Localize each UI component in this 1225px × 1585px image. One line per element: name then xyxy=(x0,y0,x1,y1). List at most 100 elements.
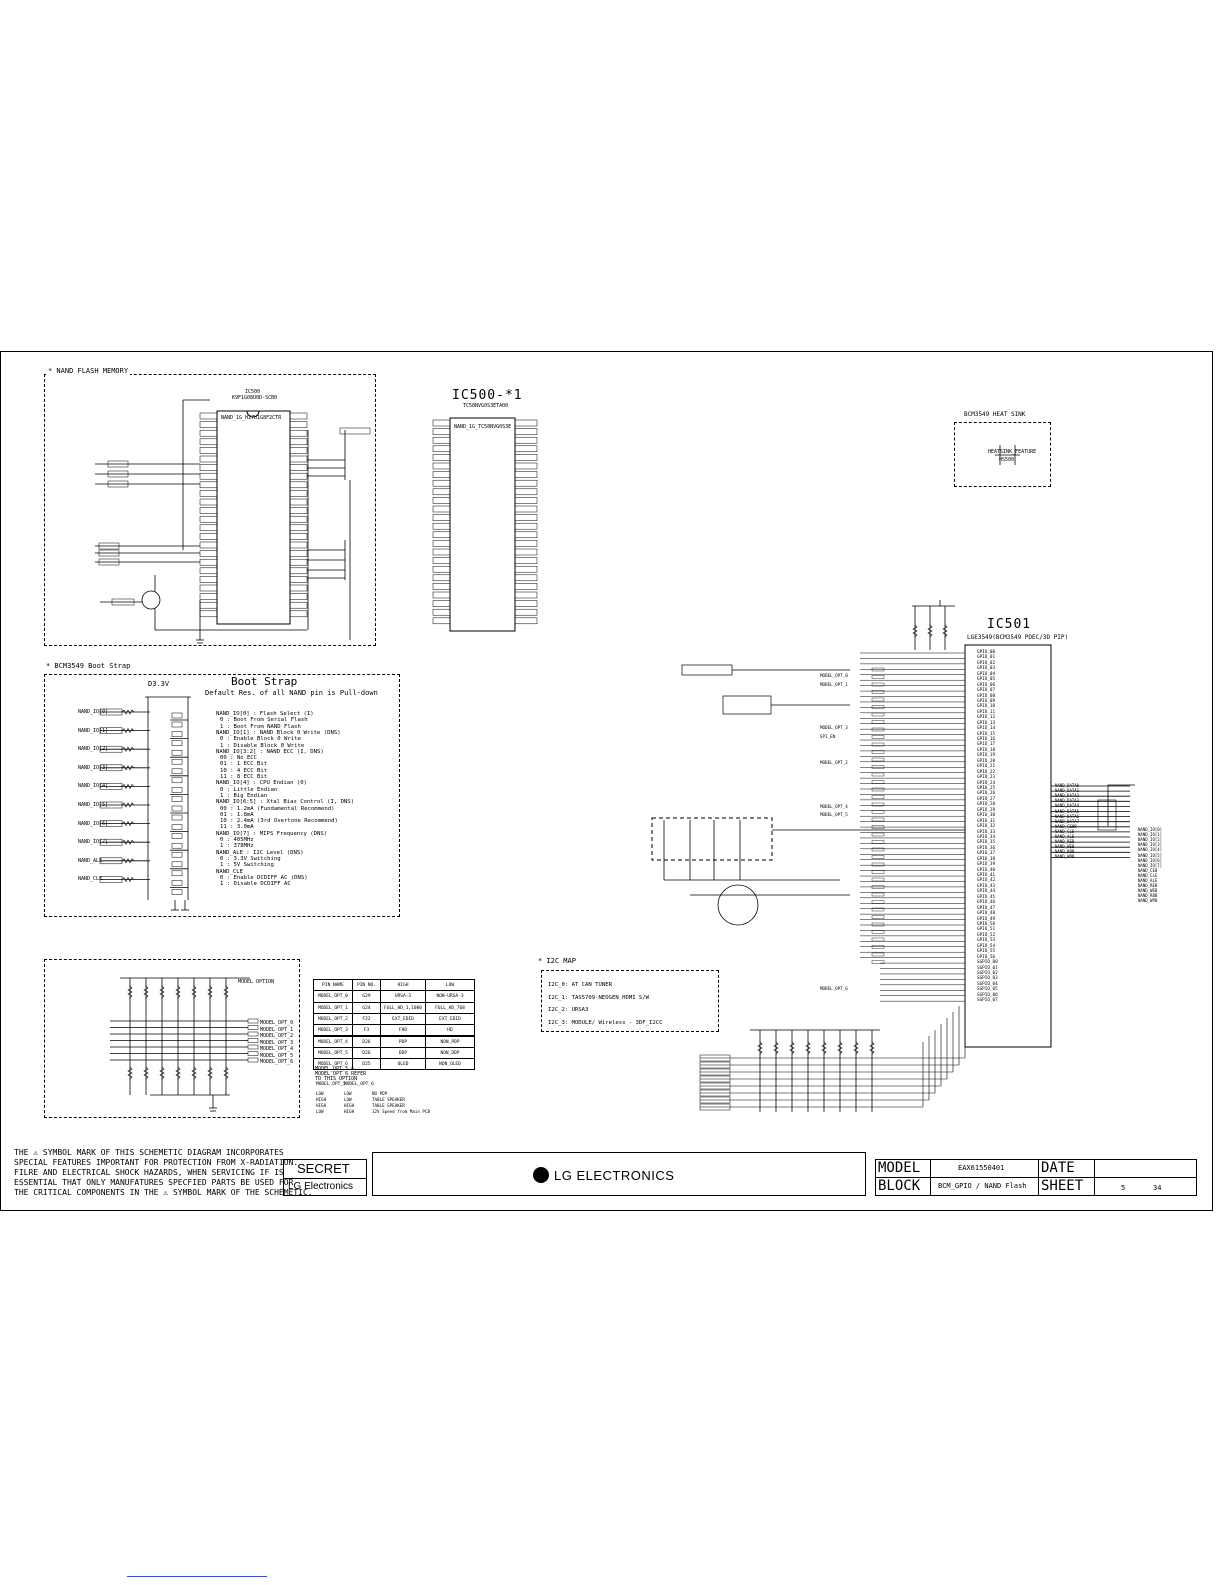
bootstrap-note: NAND_IO[6:5] : Xtal Bias Control (I, DNS… xyxy=(216,799,355,806)
bootstrap-note: 1 : Boot From NAND Flash xyxy=(220,723,301,730)
ic501-pin: SGPIO_00 xyxy=(977,960,998,966)
pin-label-box xyxy=(199,550,218,557)
ic501-pin: GPIO_42 xyxy=(977,878,996,884)
ic501-pin: GPIO_48 xyxy=(977,911,996,917)
ic500-41-title: IC500-*1 xyxy=(452,388,523,403)
ic501-nand-net: NAND_IO[1] xyxy=(1138,832,1163,838)
pin-label-box xyxy=(199,464,218,471)
pin-label-box xyxy=(289,558,308,566)
pin-label-box xyxy=(432,540,451,547)
ic501-nand-net: NAND_IO[4] xyxy=(1138,847,1163,853)
resistor-icon xyxy=(127,1066,133,1080)
ic501-pin: GPIO_14 xyxy=(977,726,996,732)
ic501-pin: GPIO_28 xyxy=(977,802,996,808)
ic501-nand-net: NAND_WPB xyxy=(1138,898,1158,904)
small-table-cell: LOW xyxy=(316,1091,324,1096)
capacitor-icon xyxy=(171,805,183,812)
resistor-icon xyxy=(871,892,885,897)
model-option-output: MODEL_OPT_5 xyxy=(260,1052,294,1059)
bootstrap-note: 0 : Little Endian xyxy=(220,786,278,793)
capacitor-icon xyxy=(171,861,183,868)
table-cell: NON_OLED xyxy=(425,1058,475,1071)
bootstrap-note: 01 : 1.8mA xyxy=(220,811,254,818)
pin-label-box xyxy=(514,479,538,487)
small-table-cell: LOW xyxy=(344,1097,352,1102)
ic501-pin: GPIO_16 xyxy=(977,737,996,743)
heatsink-part: HEATSINK_FEATURE xyxy=(988,449,1037,455)
resistor-icon xyxy=(143,985,149,999)
resistor-icon xyxy=(871,817,885,822)
bootstrap-net-label: NAND_IO[7] xyxy=(78,839,109,846)
bootstrap-net-label: NAND_IO[3] xyxy=(78,764,109,771)
pin-label-box xyxy=(514,445,538,453)
pin-label-box xyxy=(289,472,308,480)
pin-label-box xyxy=(289,576,308,583)
pin-label-box xyxy=(199,481,218,489)
ic501-pin: GPIO_53 xyxy=(977,938,996,944)
ic501-nand-pin: NAND_REB xyxy=(1055,839,1075,845)
small-table-head: MODEL_OPT_5 xyxy=(316,1082,346,1087)
bootstrap-note: 0 : Boot From Serial Flash xyxy=(220,717,308,724)
capacitor-icon xyxy=(171,870,183,877)
ic501-net-label: MODEL_OPT_1 xyxy=(820,681,848,687)
small-table-cell: 12V Speed from Main PCB xyxy=(372,1109,430,1114)
bootstrap-note: 01 : 1 ECC Bit xyxy=(220,761,268,768)
ic501-pin: GPIO_12 xyxy=(977,715,996,721)
warning-line-4: ESSENTIAL THAT ONLY MANUFATURES SPECFIED… xyxy=(14,1178,294,1187)
pin-label-box xyxy=(98,542,120,550)
pin-label-box xyxy=(514,428,538,435)
resistor-icon xyxy=(837,1041,843,1055)
ic501-pin: GPIO_45 xyxy=(977,894,996,900)
ic501-nand-net: NAND_IO[3] xyxy=(1138,842,1163,848)
pin-label-box xyxy=(289,524,308,532)
pin-label-box xyxy=(199,576,218,583)
bootstrap-note: 1 : Disable Block 0 Write xyxy=(220,742,305,749)
ic501-net-label: MODEL_OPT_4 xyxy=(820,803,848,809)
pin-label-box xyxy=(514,522,538,530)
ic501-pin: GPIO_31 xyxy=(977,818,996,824)
ic501-pin: GPIO_11 xyxy=(977,709,996,715)
pin-label-box xyxy=(111,598,135,606)
bootstrap-header: * BCM3549 Boot Strap xyxy=(46,662,131,670)
pin-label-box xyxy=(432,548,451,556)
ic500-41-body xyxy=(449,417,516,632)
lg-electronics-center: LG ELECTRONICS xyxy=(554,1168,675,1183)
bootstrap-section xyxy=(44,674,400,917)
ic501-pin: GPIO_08 xyxy=(977,693,996,699)
connector-icon xyxy=(247,1044,259,1050)
block-label: BLOCK xyxy=(878,1178,921,1194)
resistor-icon xyxy=(223,1066,229,1080)
pin-label-box xyxy=(289,455,308,463)
connector-icon xyxy=(247,1025,259,1030)
pin-label-box xyxy=(199,412,218,420)
ic501-pin: GPIO_47 xyxy=(977,905,996,911)
resistor-icon xyxy=(871,712,885,717)
ic501-net-label: MODEL_OPT_2 xyxy=(820,760,848,766)
pin-label-box xyxy=(514,454,538,461)
pin-label-box xyxy=(98,558,120,566)
pin-label-box xyxy=(699,1061,731,1069)
pin-label-box xyxy=(699,1089,731,1097)
pin-label-box xyxy=(699,1082,731,1090)
capacitor-icon xyxy=(171,749,183,756)
ic501-pin: GPIO_40 xyxy=(977,867,996,873)
bootstrap-note: 10 : 2.4mA (3rd Overtone Recommend) xyxy=(220,818,338,825)
pin-label-box xyxy=(199,524,218,532)
ic501-nand-net: NAND_WEB xyxy=(1138,888,1158,894)
pin-label-box xyxy=(99,876,123,883)
capacitor-icon xyxy=(171,768,183,775)
pin-label-box xyxy=(514,548,538,556)
ic-notch-icon xyxy=(246,410,260,418)
footer-link[interactable] xyxy=(127,1576,267,1577)
brand-box xyxy=(372,1152,866,1196)
ic501-nand-pin: NAND_DATA7 xyxy=(1055,818,1080,824)
ic501-pin: GPIO_15 xyxy=(977,731,996,737)
resistor-icon xyxy=(853,1041,859,1055)
resistor-icon xyxy=(871,735,885,739)
transistor-icon xyxy=(141,590,161,610)
ic501-pin: GPIO_34 xyxy=(977,834,996,840)
capacitor-icon xyxy=(171,740,183,746)
ic501-pin: GPIO_39 xyxy=(977,862,996,868)
pin-label-box xyxy=(99,764,123,772)
pin-label-box xyxy=(432,617,451,625)
